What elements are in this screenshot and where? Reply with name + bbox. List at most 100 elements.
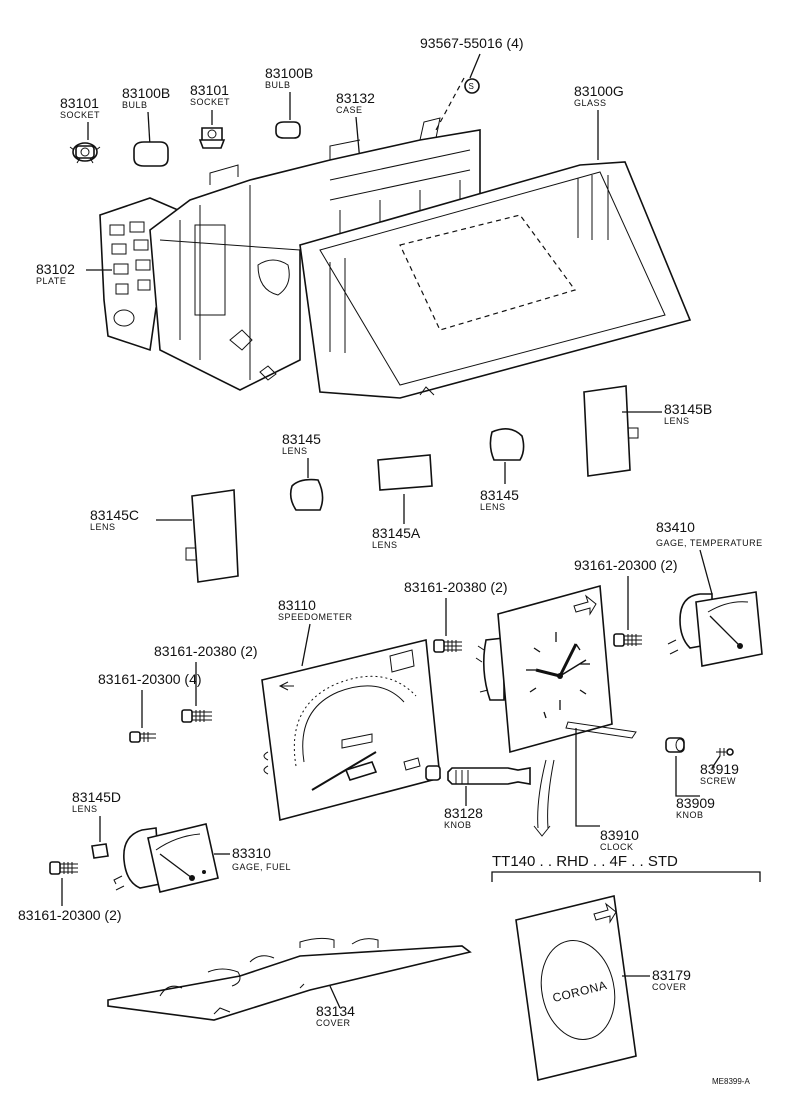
socket-left-illustration	[69, 142, 101, 164]
screw-speedo-a-group: 83161-20380 (2)	[154, 643, 258, 723]
leader-screw-top	[469, 53, 481, 79]
cover-corona-illustration	[515, 895, 637, 1081]
screw-919-group: 83919 SCREW	[700, 748, 739, 786]
screw-speedo-b-group: 83161-20300 (4)	[98, 671, 202, 743]
lens-d-illustration	[91, 843, 109, 859]
screw-top-dashed-leader	[435, 77, 465, 131]
part-name-lens-left: LENS	[282, 446, 308, 456]
part-number-screw-clock: 83161-20380 (2)	[404, 579, 508, 595]
part-name-socket-left: SOCKET	[60, 110, 100, 120]
clock-illustration	[475, 584, 637, 754]
gage-temp-illustration	[667, 591, 763, 667]
part-name-speedometer: SPEEDOMETER	[278, 612, 353, 622]
part-name-lens-right: LENS	[480, 502, 506, 512]
part-name-lens-b: LENS	[664, 416, 690, 426]
part-name-bulb-left: BULB	[122, 100, 148, 110]
part-name-cover-corona: COVER	[652, 982, 687, 992]
part-name-lens-d: LENS	[72, 804, 98, 814]
glass-label-group: 83100G GLASS	[574, 83, 624, 160]
speedometer-group: 83110 SPEEDOMETER	[261, 597, 441, 822]
screw-fuel-group: 83161-20300 (2)	[18, 861, 122, 923]
part-number-screw-speedo-a: 83161-20380 (2)	[154, 643, 258, 659]
part-number-screw-fuel: 83161-20300 (2)	[18, 907, 122, 923]
speedometer-illustration	[261, 639, 441, 822]
bulb-right-illustration	[275, 121, 301, 139]
cover-bottom-group: 83134 COVER	[107, 937, 472, 1028]
leader-knob-clock	[675, 756, 700, 797]
leader-speedometer	[301, 623, 311, 667]
screw-temp-illustration	[613, 633, 642, 647]
lens-right-illustration	[489, 428, 525, 461]
variant-section: TT140 . . RHD . . 4F . . STD	[491, 853, 761, 882]
cover-corona-group: CORONA 83179 COVER	[515, 895, 691, 1081]
part-number-gage-temp: 83410	[656, 519, 695, 535]
bulb-left-group: 83100B BULB	[122, 85, 170, 167]
figure-code: ME8399-A	[712, 1077, 750, 1086]
case-illustration	[149, 117, 481, 391]
part-number-knob-clock: 83909	[676, 795, 715, 811]
part-name-case: CASE	[336, 105, 363, 115]
lens-b-illustration	[583, 385, 631, 477]
part-number-lens-right: 83145	[480, 487, 519, 503]
lens-c-illustration	[191, 489, 239, 583]
part-number-cover-corona: 83179	[652, 967, 691, 983]
part-name-knob-speedo: KNOB	[444, 820, 472, 830]
part-name-gage-temp: GAGE, TEMPERATURE	[656, 538, 763, 548]
lens-a-illustration	[377, 454, 433, 491]
knob-arrow	[533, 759, 555, 837]
part-number-bulb-right: 83100B	[265, 65, 313, 81]
part-number-bulb-left: 83100B	[122, 85, 170, 101]
part-number-cover-bottom: 83134	[316, 1003, 355, 1019]
part-name-plate: PLATE	[36, 276, 66, 286]
screw-symbol: S	[469, 82, 474, 91]
screw-top-group: 93567-55016 (4) S	[420, 35, 524, 131]
gage-fuel-group: 83310 GAGE, FUEL	[113, 823, 291, 893]
part-number-lens-d: 83145D	[72, 789, 121, 805]
knob-clock-illustration	[665, 737, 685, 753]
part-number-socket-left: 83101	[60, 95, 99, 111]
part-number-gage-fuel: 83310	[232, 845, 271, 861]
glass-illustration	[299, 161, 692, 399]
clock-label-group: 83910 CLOCK	[575, 728, 639, 852]
part-name-glass: GLASS	[574, 98, 607, 108]
bulb-left-illustration	[133, 141, 169, 167]
clock-face-ticks	[526, 632, 590, 719]
part-number-screw-919: 83919	[700, 761, 739, 777]
socket-right-illustration	[198, 127, 226, 149]
leader-clock	[575, 728, 600, 827]
part-number-plate: 83102	[36, 261, 75, 277]
leader-cover-bottom	[329, 985, 341, 1009]
knob-speedo-illustration	[425, 765, 531, 785]
part-name-screw-919: SCREW	[700, 776, 736, 786]
socket-left-group: 83101 SOCKET	[60, 95, 101, 164]
part-number-screw-temp: 93161-20300 (2)	[574, 557, 678, 573]
lens-left-illustration	[289, 478, 324, 511]
screw-clock-group: 83161-20380 (2)	[404, 579, 508, 653]
part-number-lens-a: 83145A	[372, 525, 421, 541]
gage-fuel-illustration	[113, 823, 219, 893]
socket-right-group: 83101 SOCKET	[190, 82, 230, 149]
leader-gage-temp	[699, 549, 713, 595]
plate-label-group: 83102 PLATE	[36, 261, 112, 286]
screw-speedo-b-illustration	[129, 731, 156, 743]
part-number-socket-right: 83101	[190, 82, 229, 98]
part-number-lens-left: 83145	[282, 431, 321, 447]
variant-bracket	[491, 871, 761, 882]
knob-speedo-group: 83128 KNOB	[425, 765, 531, 830]
part-name-cover-bottom: COVER	[316, 1018, 351, 1028]
lens-c-group: 83145C LENS	[90, 489, 239, 583]
lens-left-group: 83145 LENS	[282, 431, 324, 511]
part-name-socket-right: SOCKET	[190, 97, 230, 107]
part-name-gage-fuel: GAGE, FUEL	[232, 862, 291, 872]
part-number-lens-b: 83145B	[664, 401, 712, 417]
screw-symbol-circle	[464, 78, 480, 94]
screw-fuel-illustration	[49, 861, 78, 875]
lens-right-group: 83145 LENS	[480, 428, 525, 512]
leader-screw-919	[711, 755, 721, 769]
part-number-lens-c: 83145C	[90, 507, 139, 523]
part-number-screw-top: 93567-55016 (4)	[420, 35, 524, 51]
lens-d-group: 83145D LENS	[72, 789, 121, 859]
knob-clock-group: 83909 KNOB	[665, 737, 715, 820]
part-number-screw-speedo-b: 83161-20300 (4)	[98, 671, 202, 687]
